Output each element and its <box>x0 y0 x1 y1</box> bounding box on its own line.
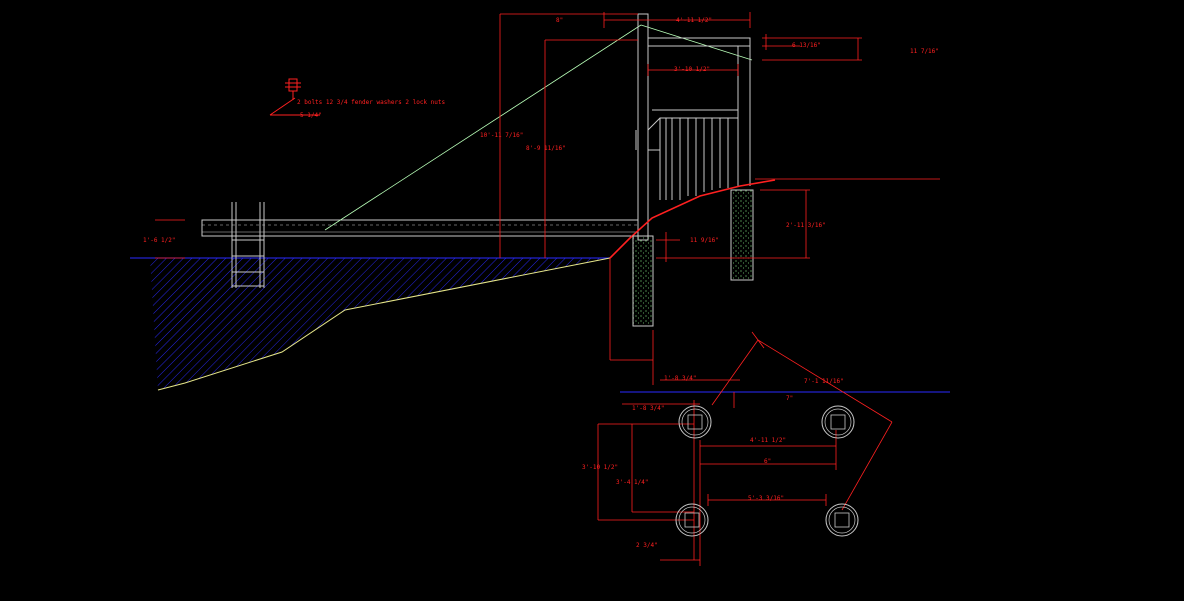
plan-7-label: 7" <box>786 395 793 402</box>
plan-5-3-label: 5'-3 3/16" <box>748 495 784 502</box>
top-8-label: 8" <box>556 17 563 24</box>
ledge-11-9-label: 11 9/16" <box>690 237 719 244</box>
water-body <box>130 257 611 391</box>
plan-dimension-lines <box>597 331 893 566</box>
bolts-note: 2 bolts 12 3/4 fender washers 2 lock nut… <box>297 99 445 106</box>
grade-line <box>609 179 776 259</box>
dock-ladder <box>231 202 265 288</box>
footing-right <box>730 189 754 281</box>
deck-height-label: 1'-6 1/2" <box>143 237 176 244</box>
dimension-labels: 2 bolts 12 3/4 fender washers 2 lock nut… <box>143 17 939 549</box>
footing-1-8a-label: 1'-8 3/4" <box>664 375 697 382</box>
bolt-offset-label: 5 1/4" <box>300 112 322 119</box>
plan-column-1 <box>678 405 712 439</box>
top-cable <box>640 24 753 61</box>
tall-10-11-label: 10'-11 7/16" <box>480 132 523 139</box>
plan-3-4-label: 3'-4 1/4" <box>616 479 649 486</box>
plan-3-10-label: 3'-10 1/2" <box>582 464 618 471</box>
plan-column-3 <box>675 503 709 537</box>
support-cable <box>324 24 642 231</box>
plan-column-2 <box>821 405 855 439</box>
inner-3-10-label: 3'-10 1/2" <box>674 66 710 73</box>
footing-1-8b-label: 1'-8 3/4" <box>632 405 665 412</box>
plan-4-11-label: 4'-11 1/2" <box>750 437 786 444</box>
beam-6-13-label: 6 13/16" <box>792 42 821 49</box>
plan-column-4 <box>825 503 859 537</box>
footing-left <box>632 235 654 327</box>
pier-2-11-label: 2'-11 3/16" <box>786 222 826 229</box>
beam-11-7-label: 11 7/16" <box>910 48 939 55</box>
dimension-lines <box>155 12 862 385</box>
plan-2-3-label: 2 3/4" <box>636 542 658 549</box>
top-4-11-label: 4'-11 1/2" <box>676 17 712 24</box>
plan-6-label: 6" <box>764 458 771 465</box>
mid-8-9-label: 8'-9 11/16" <box>526 145 566 152</box>
slope-line <box>157 257 611 391</box>
diag-7-1-label: 7'-1 11/16" <box>804 378 844 385</box>
bolt-symbol <box>269 78 320 116</box>
